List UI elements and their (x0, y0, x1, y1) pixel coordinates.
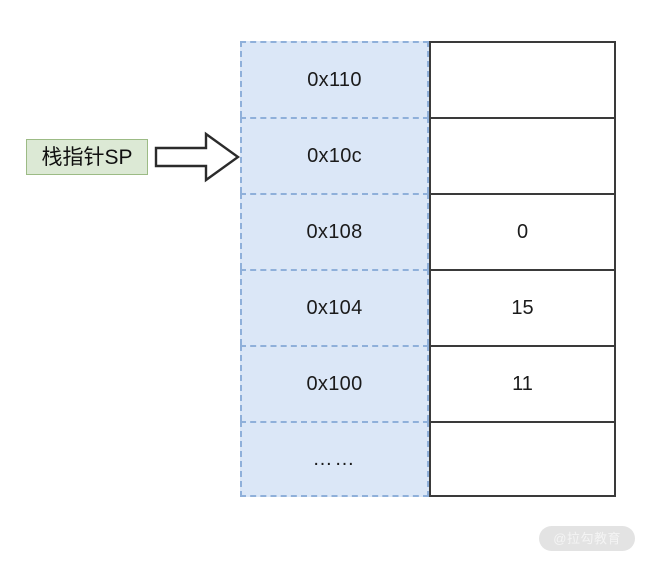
memory-value-cell (429, 421, 616, 497)
memory-value-cell: 15 (429, 269, 616, 345)
table-row: …… (240, 421, 616, 497)
table-row: 0x10c (240, 117, 616, 193)
memory-value-cell (429, 41, 616, 117)
memory-address-cell: 0x100 (240, 345, 429, 421)
memory-value-cell (429, 117, 616, 193)
memory-address-cell: 0x110 (240, 41, 429, 117)
watermark: @拉勾教育 (539, 526, 635, 551)
table-row: 0x108 0 (240, 193, 616, 269)
memory-address-cell-ellipsis: …… (240, 421, 429, 497)
memory-address-cell: 0x104 (240, 269, 429, 345)
memory-address-cell: 0x10c (240, 117, 429, 193)
stack-pointer-label: 栈指针SP (26, 139, 148, 175)
memory-table: 0x110 0x10c 0x108 0 0x104 15 0x100 11 …… (240, 41, 616, 497)
memory-value-cell: 0 (429, 193, 616, 269)
memory-value-cell: 11 (429, 345, 616, 421)
table-row: 0x104 15 (240, 269, 616, 345)
table-row: 0x100 11 (240, 345, 616, 421)
table-row: 0x110 (240, 41, 616, 117)
right-arrow-icon (154, 128, 240, 186)
memory-address-cell: 0x108 (240, 193, 429, 269)
